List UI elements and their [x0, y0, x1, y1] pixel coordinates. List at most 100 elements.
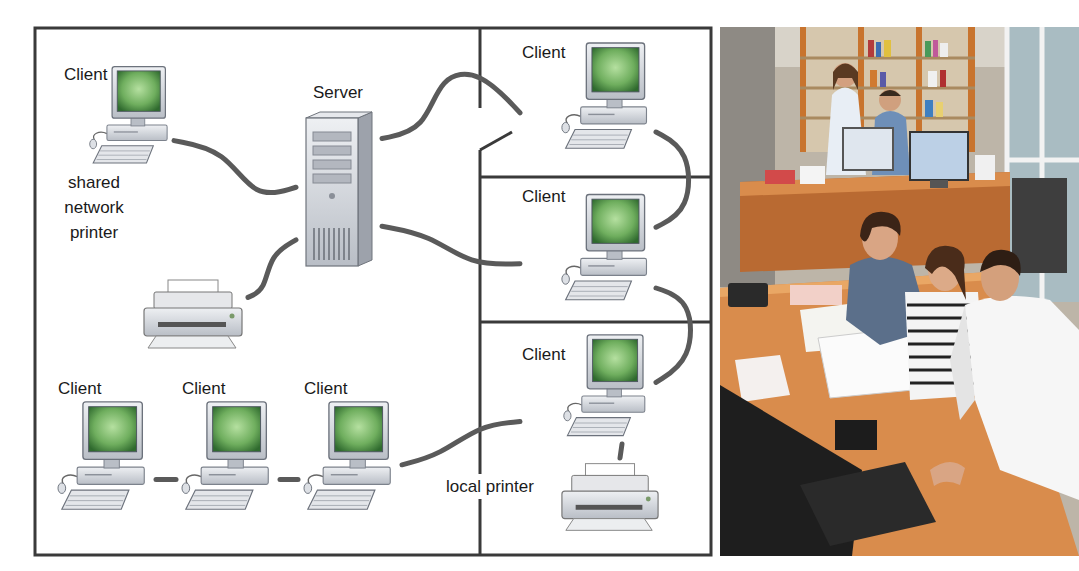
monitor-screen [213, 407, 261, 452]
keyboard-keys [571, 423, 627, 432]
mouse-cable [308, 475, 323, 484]
mouse [562, 122, 570, 132]
office-photo-part [1012, 178, 1067, 273]
office-photo-part-part [928, 71, 937, 87]
office-photo-part [833, 64, 858, 91]
server-front [306, 118, 358, 266]
node-label: Client [302, 376, 349, 401]
monitor-stand [607, 387, 621, 397]
office-photo-part [930, 180, 948, 188]
keyboard [93, 146, 153, 163]
computer-icon [562, 332, 652, 442]
client-computer: Client [520, 180, 656, 315]
network-cable [656, 132, 689, 227]
computer-icon [180, 400, 276, 515]
network-cable [174, 141, 296, 193]
drive-slot [114, 131, 138, 132]
computer-drawing [90, 67, 167, 163]
office-photo-part [740, 172, 1010, 272]
mouse-cable [93, 132, 106, 140]
office-photo-part [765, 170, 795, 184]
client-computer: Client [298, 376, 402, 524]
monitor-stand [131, 117, 145, 126]
desktop-case [323, 467, 390, 484]
vent-slot [328, 228, 330, 260]
status-light [646, 497, 651, 502]
monitor-stand [350, 458, 365, 469]
office-photo-part-part [925, 41, 931, 57]
computer-icon [56, 400, 152, 515]
computer-drawing [562, 194, 647, 299]
client-computer: Client [52, 376, 156, 524]
mouse [58, 483, 66, 494]
office-photo-part [720, 27, 1079, 556]
monitor-screen [117, 71, 160, 111]
network-cable [280, 477, 298, 482]
printer-icon [140, 278, 246, 350]
mouse-cable [566, 266, 581, 275]
mouse [304, 483, 312, 494]
node-label: Client [520, 342, 567, 367]
computer-icon [302, 400, 398, 515]
office-photo-part-part [936, 102, 943, 117]
printer-body [144, 308, 242, 336]
office-photo-part-part [925, 100, 933, 117]
keyboard-keys [569, 135, 627, 144]
keyboard-keys [97, 151, 150, 160]
server-icon [300, 110, 376, 270]
output-slot [158, 322, 226, 327]
node-label: shared network printer [48, 170, 140, 245]
office-photo-part-part [880, 72, 886, 87]
vent-slot [338, 228, 340, 260]
office-photo-part-part [933, 40, 938, 57]
office-photo-part [930, 462, 965, 486]
printer-top [572, 475, 649, 492]
monitor-screen [592, 199, 639, 243]
printer-icon [558, 460, 662, 534]
server-top [306, 112, 372, 118]
computer-drawing [58, 402, 144, 509]
monitor-frame [586, 43, 644, 99]
drive-slot [588, 114, 614, 115]
office-photo-part [975, 155, 995, 180]
mouse-cable [568, 404, 582, 413]
mouse [182, 483, 190, 494]
computer-icon [88, 64, 174, 169]
client-computer: Client [62, 60, 174, 190]
monitor-screen [592, 48, 639, 92]
printer-drawing [562, 464, 658, 531]
mouse-cable [186, 475, 201, 484]
monitor-frame [586, 194, 644, 250]
mouse [90, 139, 97, 148]
monitor-frame [329, 402, 388, 460]
server-drawing [306, 112, 372, 266]
monitor-stand [104, 458, 119, 469]
node-label: Server [296, 80, 380, 105]
mouse [562, 274, 570, 284]
vent-slot [318, 228, 320, 260]
network-printer: shared network printer [48, 170, 248, 352]
client-computer: Client [520, 36, 656, 164]
server-tower: Server [296, 80, 382, 275]
node-label: local printer [444, 474, 536, 499]
wall [480, 321, 711, 324]
computer-drawing [564, 335, 645, 436]
monitor-screen [335, 407, 383, 452]
mouse-cable [566, 115, 581, 124]
wall [479, 150, 482, 555]
drive-bay [313, 160, 351, 169]
network-cable [620, 444, 622, 458]
office-photo-part [800, 166, 825, 184]
paper-sheet [585, 464, 634, 478]
vent-slot [343, 228, 345, 260]
computer-icon [560, 190, 654, 308]
monitor-frame [112, 67, 165, 119]
status-light [230, 314, 235, 319]
paper-tray [148, 336, 236, 348]
node-label: Client [56, 376, 103, 401]
desktop-case [201, 467, 268, 484]
node-label: Client [520, 184, 567, 209]
keyboard [186, 490, 253, 509]
